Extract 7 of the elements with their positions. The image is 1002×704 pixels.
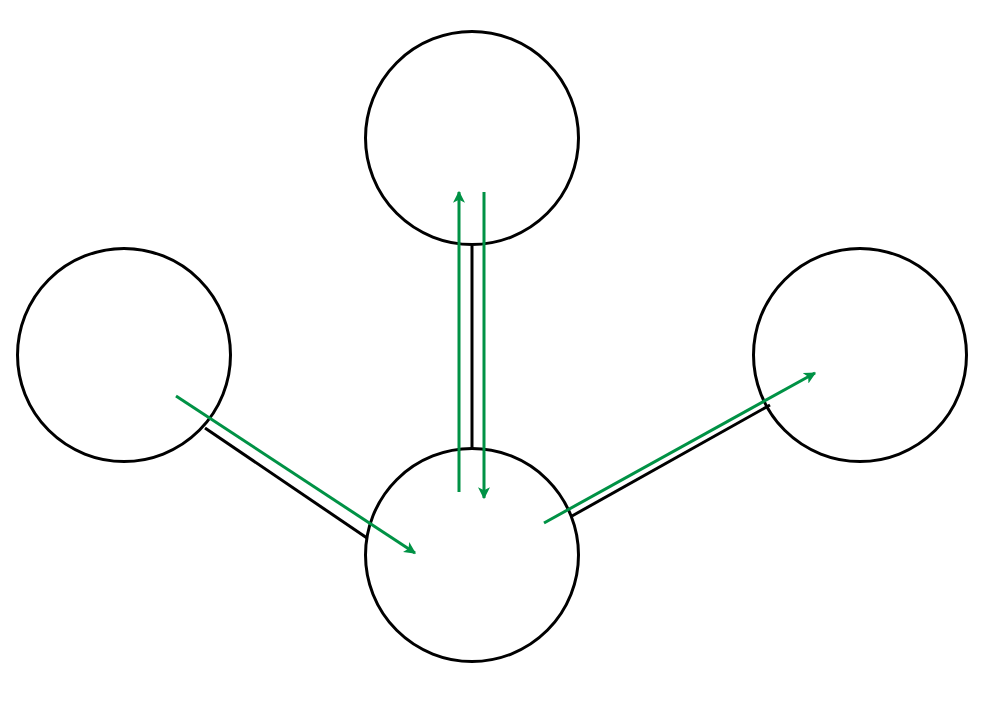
arrow: [175, 394, 416, 555]
arrow: [478, 192, 490, 500]
arrow: [453, 190, 465, 492]
arrow: [543, 371, 817, 525]
connector-line: [204, 426, 368, 540]
connector-line: [470, 246, 474, 448]
connector-line: [571, 403, 771, 518]
